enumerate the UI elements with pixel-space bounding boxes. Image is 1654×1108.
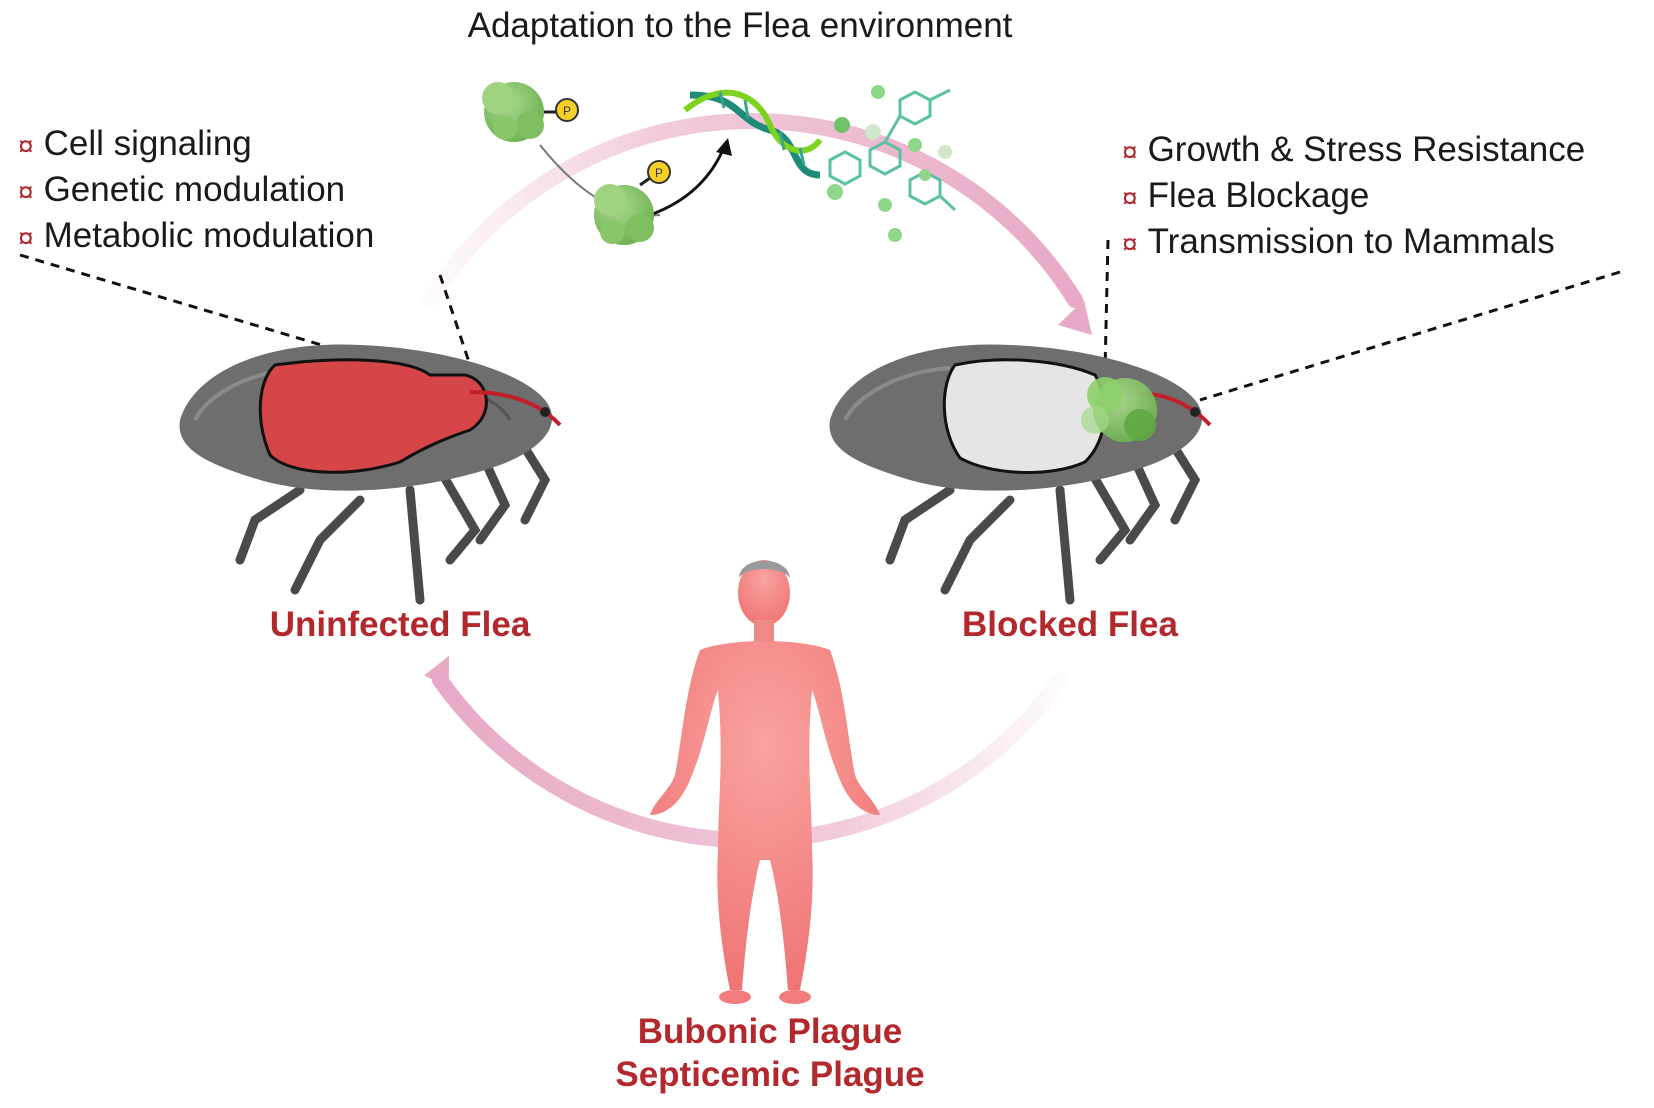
bacterium-icon — [482, 82, 544, 142]
dna-icon — [683, 89, 823, 179]
right-callout-line-2 — [1199, 270, 1621, 402]
bacteria-mass-icon — [1081, 377, 1157, 442]
right-feature-list: ¤Growth & Stress Resistance ¤Flea Blocka… — [1122, 128, 1585, 266]
blocked-flea-icon — [829, 344, 1212, 605]
pathway-arrowhead-icon — [716, 138, 732, 156]
bullet-icon: ¤ — [1122, 182, 1138, 213]
phosphate-icon: P — [647, 160, 671, 184]
blocked-flea-label: Blocked Flea — [962, 605, 1178, 644]
bubonic-plague-label: Bubonic Plague — [637, 1012, 903, 1051]
bullet-icon: ¤ — [1122, 136, 1138, 167]
list-item: ¤Cell signaling — [18, 124, 252, 163]
callout-lines — [19, 239, 1621, 402]
pathway-arrow — [649, 144, 727, 217]
signaling-pathway: P P — [482, 82, 957, 245]
bullet-icon: ¤ — [18, 222, 34, 253]
left-callout-line-2 — [438, 274, 477, 381]
left-feature-list: ¤Cell signaling ¤Genetic modulation ¤Met… — [18, 122, 374, 260]
right-callout-line-1 — [1103, 239, 1110, 371]
bullet-icon: ¤ — [1122, 228, 1138, 259]
molecule-dots — [827, 85, 952, 242]
bullet-icon: ¤ — [18, 176, 34, 207]
septicemic-plague-label: Septicemic Plague — [615, 1055, 925, 1094]
phosphate-icon: P — [555, 98, 579, 122]
bullet-icon: ¤ — [18, 130, 34, 161]
diagram-title: Adaptation to the Flea environment — [467, 6, 1013, 45]
phosphate-label: P — [563, 104, 571, 118]
list-item: ¤Growth & Stress Resistance — [1122, 130, 1586, 169]
uninfected-flea-label: Uninfected Flea — [269, 605, 531, 644]
list-item: ¤Transmission to Mammals — [1122, 222, 1555, 261]
list-item: ¤Metabolic modulation — [18, 216, 375, 255]
top-cycle-arc — [422, 112, 1083, 308]
uninfected-flea-icon — [179, 344, 562, 605]
human-icon — [650, 560, 880, 1004]
list-item: ¤Genetic modulation — [18, 170, 346, 209]
left-callout-line-1 — [19, 253, 356, 357]
phosphate-label: P — [655, 166, 663, 180]
bacterium-icon — [594, 184, 654, 245]
top-arrowhead-icon — [1058, 300, 1092, 335]
bottom-arrowhead-icon — [424, 655, 449, 688]
list-item: ¤Flea Blockage — [1122, 176, 1370, 215]
